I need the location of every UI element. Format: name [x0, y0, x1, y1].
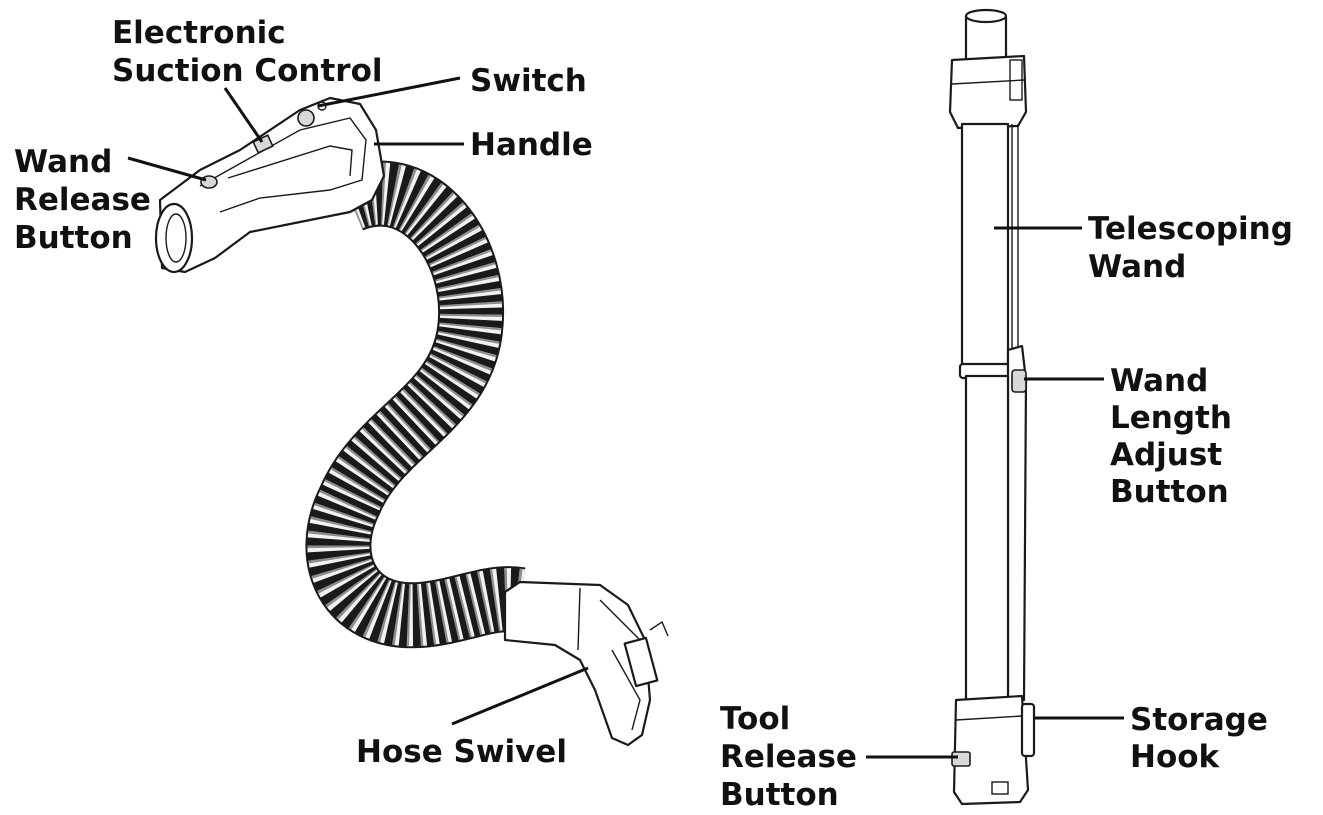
- leader-hose-swivel: [451, 666, 589, 726]
- leader-electronic-suction-control: [223, 87, 264, 143]
- hose-handle: [154, 96, 386, 274]
- label-tool-release-button: Tool Release Button: [720, 701, 868, 813]
- hose-illustration: [154, 96, 669, 747]
- label-electronic-suction-control: Electronic Suction Control: [112, 15, 383, 89]
- hose-swivel: [503, 580, 669, 747]
- label-wand-length-adjust-button: Wand Length Adjust Button: [1110, 363, 1243, 510]
- wand-illustration: [948, 8, 1036, 806]
- label-wand-release-button: Wand Release Button: [14, 144, 162, 256]
- label-switch: Switch: [470, 63, 587, 99]
- label-telescoping-wand: Telescoping Wand: [1088, 211, 1304, 285]
- label-handle: Handle: [470, 127, 593, 163]
- label-hose-swivel: Hose Swivel: [356, 734, 567, 770]
- label-storage-hook: Storage Hook: [1130, 702, 1279, 775]
- leader-switch: [317, 76, 461, 108]
- leader-wand-release-button: [127, 156, 207, 182]
- hose-body: [305, 160, 526, 649]
